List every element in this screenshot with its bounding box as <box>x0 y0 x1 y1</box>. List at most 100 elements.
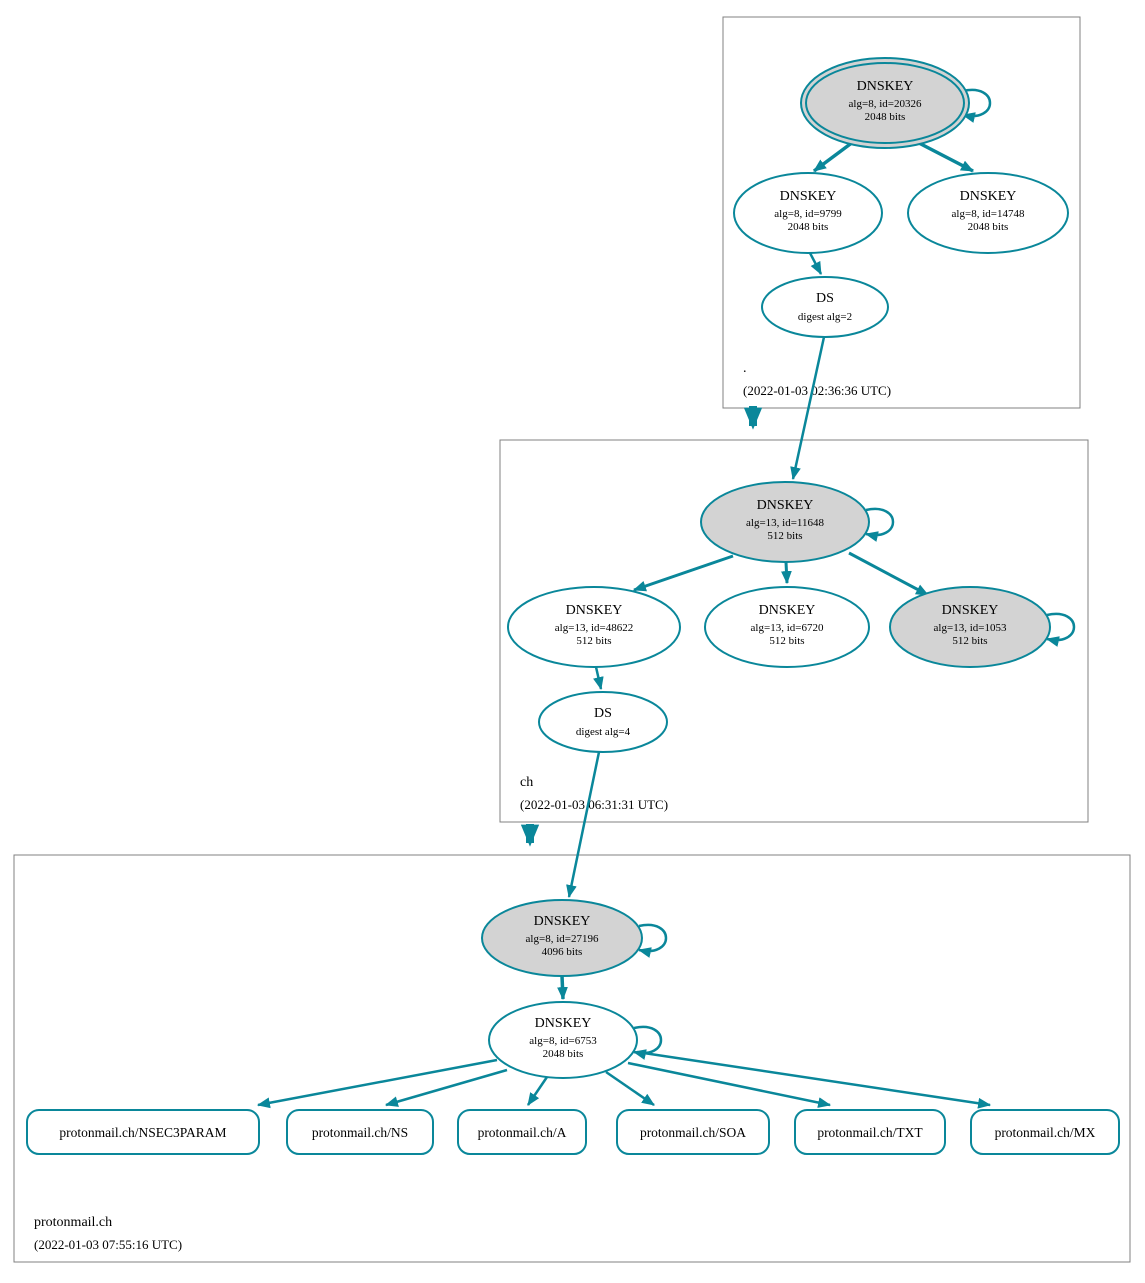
key-ellipse <box>704 586 870 668</box>
key-ellipse <box>507 586 681 668</box>
node-label: alg=8, id=6753 <box>529 1035 597 1047</box>
node-label: protonmail.ch/A <box>478 1125 567 1140</box>
node-label: DNSKEY <box>857 79 914 94</box>
node-rrset-soa[interactable]: protonmail.ch/SOA <box>616 1109 770 1155</box>
rrset-box <box>970 1109 1120 1155</box>
zone-timestamp-root: (2022-01-03 02:36:36 UTC) <box>743 383 891 398</box>
node-label: alg=13, id=48622 <box>555 622 633 634</box>
node-label: 512 bits <box>576 635 611 647</box>
node-label: DNSKEY <box>780 189 837 204</box>
node-label: 512 bits <box>767 530 802 542</box>
node-rrset-ns[interactable]: protonmail.ch/NS <box>286 1109 434 1155</box>
node-label: 2048 bits <box>543 1048 584 1060</box>
node-rrset-txt[interactable]: protonmail.ch/TXT <box>794 1109 946 1155</box>
node-label: protonmail.ch/NS <box>312 1125 408 1140</box>
edge-root-ds-to-ch-ksk <box>790 336 826 481</box>
zone-timestamp-ch: (2022-01-03 06:31:31 UTC) <box>520 797 668 812</box>
edge-pm-6753-to-a <box>526 1076 549 1106</box>
node-label: digest alg=4 <box>576 726 631 738</box>
node-label: DNSKEY <box>960 189 1017 204</box>
node-label: DNSKEY <box>942 603 999 618</box>
node-ch-ds[interactable]: DS digest alg=4 <box>538 691 668 753</box>
node-label: protonmail.ch/MX <box>995 1125 1096 1140</box>
node-rrset-a[interactable]: protonmail.ch/A <box>457 1109 587 1155</box>
rrset-box <box>616 1109 770 1155</box>
zone-boxes-layer: .(2022-01-03 02:36:36 UTC)ch(2022-01-03 … <box>13 16 1131 1263</box>
edge-root-ksk-to-zsk-14748 <box>916 140 974 173</box>
rrset-box <box>794 1109 946 1155</box>
node-label: DS <box>816 291 834 306</box>
node-label: alg=8, id=27196 <box>526 933 599 945</box>
node-label: 2048 bits <box>788 221 829 233</box>
node-label: protonmail.ch/TXT <box>817 1125 923 1140</box>
edge-ch-ksk-to-1053 <box>848 551 929 597</box>
edge-pm-ksk-to-zsk-6753 <box>557 975 568 1001</box>
key-ellipse <box>761 276 889 338</box>
zone-box-root <box>722 16 1081 409</box>
ksk-ellipse <box>889 586 1051 668</box>
node-label: alg=13, id=1053 <box>934 622 1007 634</box>
inner-ring <box>805 62 965 144</box>
rrset-box <box>26 1109 260 1155</box>
node-label: protonmail.ch/NSEC3PARAM <box>59 1125 226 1140</box>
node-label: alg=8, id=9799 <box>774 208 842 220</box>
edge-ch-ds-to-pm-ksk <box>566 751 601 899</box>
node-label: DNSKEY <box>535 1016 592 1031</box>
node-label: DNSKEY <box>566 603 623 618</box>
key-ellipse <box>538 691 668 753</box>
rrset-box <box>457 1109 587 1155</box>
zone-label-root: . <box>743 361 747 376</box>
edge-ch-48622-to-ch-ds <box>593 666 604 691</box>
zone-label-protonmail-ch: protonmail.ch <box>34 1215 112 1230</box>
edge-ch-ksk-to-48622 <box>632 554 734 592</box>
node-label: alg=13, id=11648 <box>746 517 824 529</box>
zone-box-ch <box>499 439 1089 823</box>
key-ellipse <box>488 1001 638 1079</box>
edge-pm-6753-to-soa <box>605 1070 655 1107</box>
node-label: 512 bits <box>952 635 987 647</box>
node-label: DNSKEY <box>757 498 814 513</box>
node-label: alg=13, id=6720 <box>751 622 824 634</box>
node-label: 4096 bits <box>542 946 583 958</box>
node-label: DNSKEY <box>759 603 816 618</box>
edge-pm-6753-to-nsec3param <box>256 1058 498 1109</box>
zone-box-protonmail-ch <box>13 854 1131 1263</box>
node-label: DS <box>594 706 612 721</box>
key-ellipse <box>733 172 883 254</box>
node-label: 512 bits <box>769 635 804 647</box>
edge-pm-ksk-selfloop <box>637 923 668 958</box>
node-label: digest alg=2 <box>798 311 852 323</box>
edge-pm-6753-selfloop <box>632 1025 663 1060</box>
edge-pm-6753-to-mx <box>636 1050 992 1109</box>
node-root-ds[interactable]: DS digest alg=2 <box>761 276 889 338</box>
ksk-ellipse <box>700 481 870 563</box>
edge-ch-1053-selfloop <box>1045 612 1076 647</box>
node-label: 2048 bits <box>968 221 1009 233</box>
node-rrset-mx[interactable]: protonmail.ch/MX <box>970 1109 1120 1155</box>
node-label: alg=8, id=14748 <box>952 208 1025 220</box>
node-rrset-nsec3param[interactable]: protonmail.ch/NSEC3PARAM <box>26 1109 260 1155</box>
edge-zsk-9799-to-root-ds <box>808 252 823 275</box>
ksk-ellipse <box>481 899 643 977</box>
rrset-box <box>286 1109 434 1155</box>
node-label: protonmail.ch/SOA <box>640 1125 746 1140</box>
edge-pm-6753-to-txt <box>627 1061 832 1108</box>
ksk-ellipse <box>800 57 970 149</box>
node-label: 2048 bits <box>865 111 906 123</box>
edge-ch-ksk-to-6720 <box>781 561 792 585</box>
zone-timestamp-protonmail-ch: (2022-01-03 07:55:16 UTC) <box>34 1237 182 1252</box>
edge-root-ksk-selfloop <box>961 88 992 123</box>
edge-root-ksk-to-zsk-9799 <box>812 140 855 173</box>
